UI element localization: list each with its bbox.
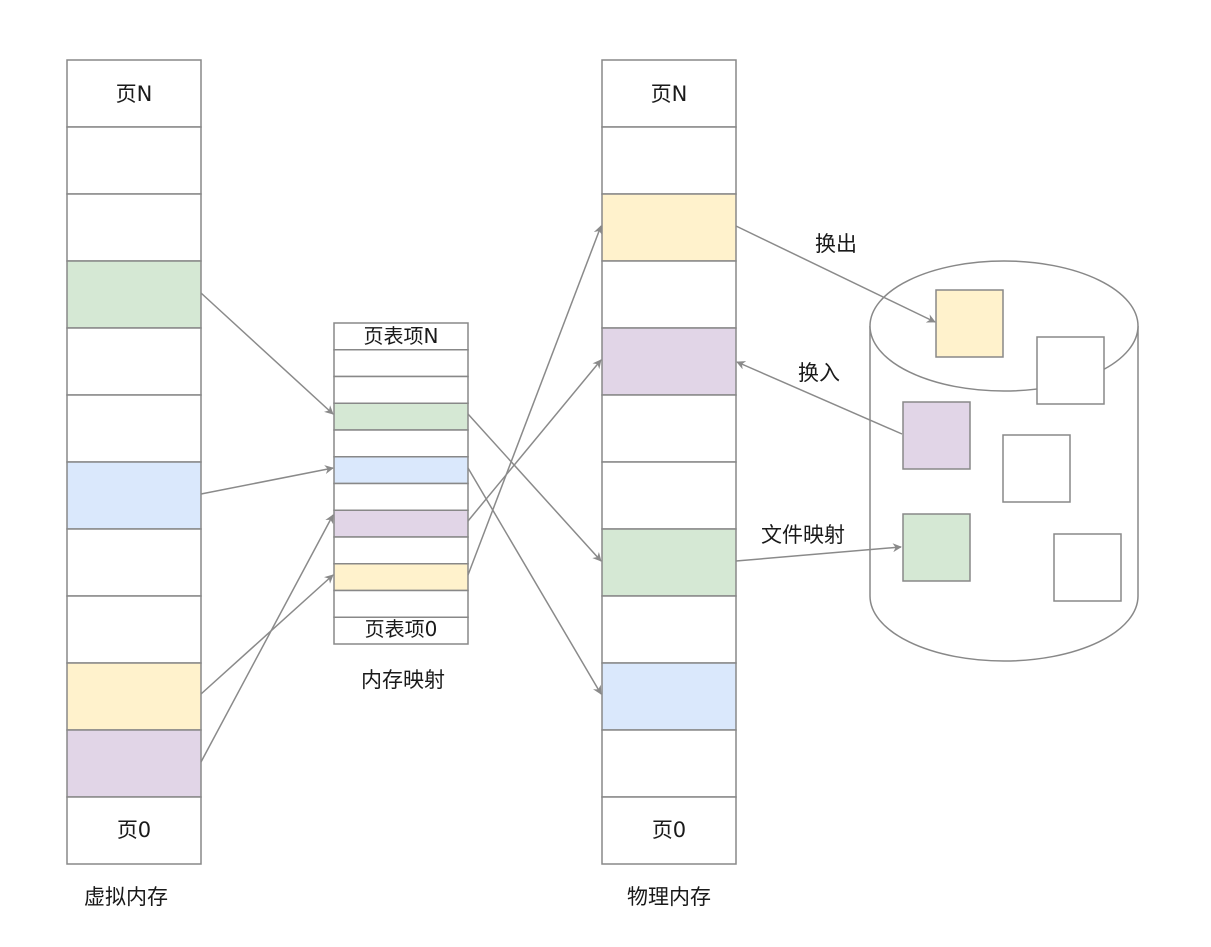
physical-memory-cell-8 (601, 595, 737, 664)
page-table-cell-2 (333, 375, 469, 404)
physical-memory-cell-7 (601, 528, 737, 597)
virtual-memory-cell-8 (66, 595, 202, 664)
disk-block-1 (1036, 336, 1105, 405)
swap-in-label: 换入 (798, 361, 840, 385)
physical-memory-cell-0 (601, 59, 737, 128)
page-table-caption: 内存映射 (361, 668, 445, 692)
virtual-memory-cell-2 (66, 193, 202, 262)
arrow-swap-in (736, 361, 903, 435)
disk-block-0 (935, 289, 1004, 358)
physical-memory-cell-1 (601, 126, 737, 195)
disk-blocks (902, 289, 1122, 602)
virtual-memory-top-label: 页N (116, 82, 153, 106)
physical-memory-cell-2 (601, 193, 737, 262)
page-table-cell-8 (333, 536, 469, 565)
virtual-memory-cell-6 (66, 461, 202, 530)
page-table-cell-10 (333, 589, 469, 618)
disk-block-3 (1002, 434, 1071, 503)
physical-memory-cell-6 (601, 461, 737, 530)
virtual-memory-cell-1 (66, 126, 202, 195)
virtual-memory-cell-9 (66, 662, 202, 731)
arrow-vm-yellow-to-pt (200, 574, 334, 695)
physical-memory-caption: 物理内存 (627, 885, 711, 909)
virtual-memory-cell-5 (66, 394, 202, 463)
virtual-memory-cell-7 (66, 528, 202, 597)
arrow-pt-yellow-to-pm (467, 225, 603, 576)
virtual-memory-cell-3 (66, 260, 202, 329)
physical-memory-cell-5 (601, 394, 737, 463)
virtual-memory-column (66, 59, 202, 865)
virtual-memory-bottom-label: 页0 (117, 818, 151, 842)
arrow-pt-green-to-pm (467, 413, 602, 562)
arrow-pt-purple-to-pm (467, 359, 602, 522)
physical-memory-bottom-label: 页0 (652, 818, 686, 842)
arrow-pt-blue-to-pm (467, 467, 602, 695)
physical-memory-top-label: 页N (651, 82, 688, 106)
arrow-file-mapping (735, 543, 902, 562)
virtual-memory-caption: 虚拟内存 (84, 885, 168, 909)
page-table-cell-9 (333, 563, 469, 592)
virtual-memory-cell-0 (66, 59, 202, 128)
virtual-memory-cell-10 (66, 729, 202, 798)
virtual-memory-cell-11 (66, 796, 202, 865)
page-table-cell-1 (333, 349, 469, 378)
page-table-top-label: 页表项N (364, 324, 439, 348)
arrow-vm-green-to-pt (200, 292, 334, 415)
mapping-arrows (200, 225, 936, 763)
page-table-bottom-label: 页表项0 (365, 617, 438, 641)
page-table-cell-6 (333, 482, 469, 511)
physical-memory-cell-4 (601, 327, 737, 396)
physical-memory-cell-10 (601, 729, 737, 798)
arrow-swap-out (735, 225, 936, 323)
physical-memory-column (601, 59, 737, 865)
disk-block-2 (902, 401, 971, 470)
physical-memory-cell-9 (601, 662, 737, 731)
page-table-cell-5 (333, 456, 469, 485)
page-table-cell-4 (333, 429, 469, 458)
physical-memory-cell-11 (601, 796, 737, 865)
page-table-column (333, 322, 469, 645)
disk-block-5 (1053, 533, 1122, 602)
disk-block-4 (902, 513, 971, 582)
arrow-vm-purple-to-pt (200, 514, 334, 763)
page-table-cell-3 (333, 402, 469, 431)
file-mapping-label: 文件映射 (761, 523, 845, 547)
page-table-cell-7 (333, 509, 469, 538)
virtual-memory-cell-4 (66, 327, 202, 396)
physical-memory-cell-3 (601, 260, 737, 329)
swap-out-label: 换出 (815, 232, 857, 256)
page-table-cell-11 (333, 616, 469, 645)
arrow-vm-blue-to-pt (200, 465, 334, 495)
